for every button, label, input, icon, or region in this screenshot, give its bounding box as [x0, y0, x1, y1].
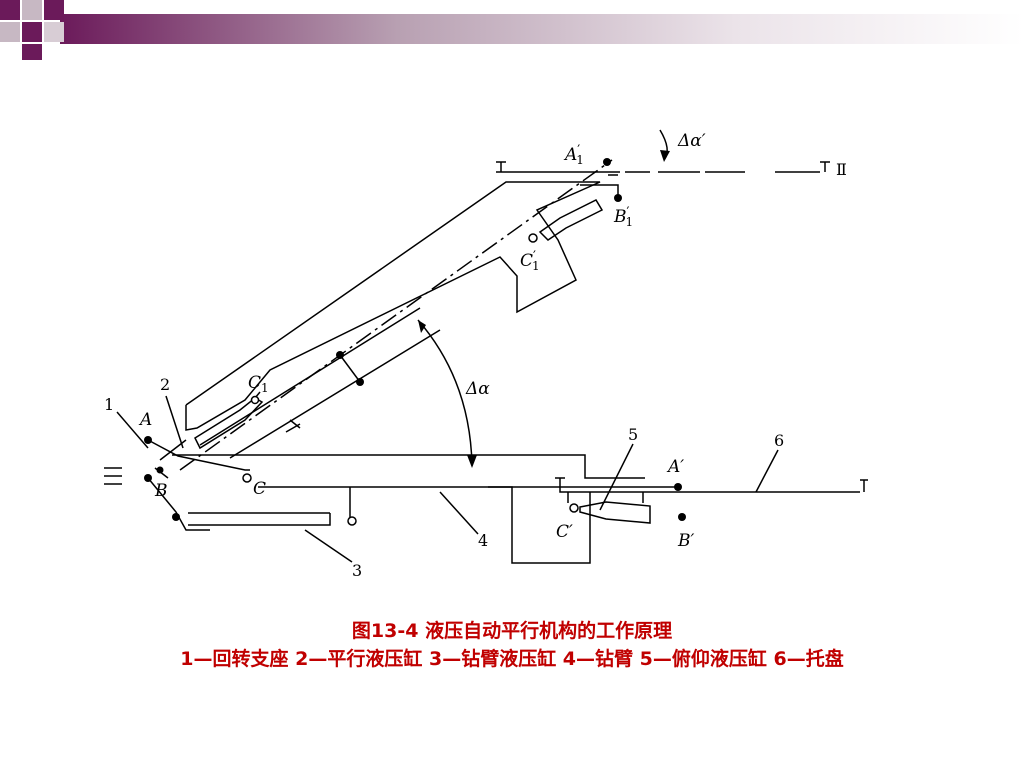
joint-A1-prime	[603, 158, 611, 166]
header-square	[22, 0, 42, 20]
header-decoration	[0, 0, 1024, 60]
callout-leader-1	[116, 411, 149, 449]
header-square	[0, 0, 20, 20]
callout-1: 1	[104, 395, 114, 414]
header-square	[22, 22, 42, 42]
pitch-link-lower	[567, 492, 644, 503]
mechanism-diagram: A B C C1 A′1 B′1 C′1 A′ B′ C′ Δα Δα′ Ⅱ 1…	[93, 112, 873, 580]
joint-link-lower	[356, 378, 364, 386]
tray	[680, 479, 868, 493]
raised-boom-inner	[199, 307, 441, 459]
parallel-cylinder	[194, 397, 264, 450]
header-gradient-bar	[60, 14, 1024, 44]
callout-leader-6	[755, 449, 779, 493]
header-square	[44, 22, 64, 42]
callout-5: 5	[628, 425, 638, 444]
label-A1-prime: A′1	[563, 143, 584, 167]
swivel-base	[147, 477, 210, 531]
label-roman-II: Ⅱ	[836, 160, 847, 179]
callout-6: 6	[774, 431, 784, 450]
raised-boom-centerline	[179, 159, 613, 471]
figure-caption-legend: 1—回转支座 2—平行液压缸 3—钻臂液压缸 4—钻臂 5—俯仰液压缸 6—托盘	[180, 648, 844, 670]
header-square	[44, 0, 64, 20]
joint-base-pin	[156, 466, 164, 474]
callout-3: 3	[352, 561, 362, 580]
arrowhead-delta-alpha-prime	[660, 150, 670, 162]
label-C: C	[253, 479, 266, 499]
joint-A	[144, 436, 152, 444]
reference-bracket-right	[820, 161, 830, 172]
joint-C1-prime	[528, 233, 538, 243]
label-C1: C1	[248, 373, 269, 395]
callout-2: 2	[160, 375, 170, 394]
boom-lower-outline	[172, 454, 645, 479]
parallel-link	[339, 354, 361, 383]
joint-cylinder-end	[347, 516, 357, 526]
callout-leader-4	[439, 491, 479, 535]
label-B: B	[154, 481, 168, 501]
pitch-cylinder-lower	[579, 501, 651, 524]
callout-4: 4	[478, 531, 488, 550]
raised-boom-outline	[185, 181, 601, 431]
joint-C-prime	[569, 503, 579, 513]
label-A-prime: A′	[666, 457, 684, 477]
callout-leader-3	[304, 529, 353, 563]
header-square	[22, 44, 42, 60]
label-B1-prime: B′1	[613, 205, 633, 229]
joint-B-prime	[678, 513, 686, 521]
label-B-prime: B′	[677, 531, 694, 551]
joint-C1	[250, 395, 260, 405]
pitch-cylinder-raised	[538, 199, 604, 241]
joint-link-upper	[336, 351, 344, 359]
joint-base-lower	[172, 513, 180, 521]
callout-leader-2	[165, 395, 184, 449]
header-square	[0, 22, 20, 42]
delta-alpha-arc	[417, 319, 473, 466]
label-C-prime: C′	[556, 522, 573, 542]
boom-lower-body	[488, 486, 591, 564]
tray-bracket	[555, 477, 680, 493]
arrowhead-delta-alpha-top	[418, 320, 426, 333]
raised-cylinder-end	[285, 419, 301, 433]
joint-C	[242, 473, 252, 483]
joint-A-prime	[674, 483, 682, 491]
boom-lower-base	[188, 512, 331, 526]
label-delta-alpha-prime: Δα′	[677, 131, 706, 151]
label-A: A	[138, 410, 152, 430]
base-bracket-left	[104, 467, 122, 485]
figure-caption-title: 图13-4 液压自动平行机构的工作原理	[351, 620, 673, 642]
reference-bracket-left	[496, 161, 506, 172]
arrowhead-delta-alpha-bottom	[467, 455, 477, 468]
pitch-link-raised	[580, 174, 619, 198]
callout-leader-5	[599, 443, 634, 511]
label-C1-prime: C′1	[520, 249, 540, 273]
joint-B1-prime	[614, 194, 622, 202]
label-delta-alpha: Δα	[465, 379, 490, 399]
joint-B	[144, 474, 152, 482]
